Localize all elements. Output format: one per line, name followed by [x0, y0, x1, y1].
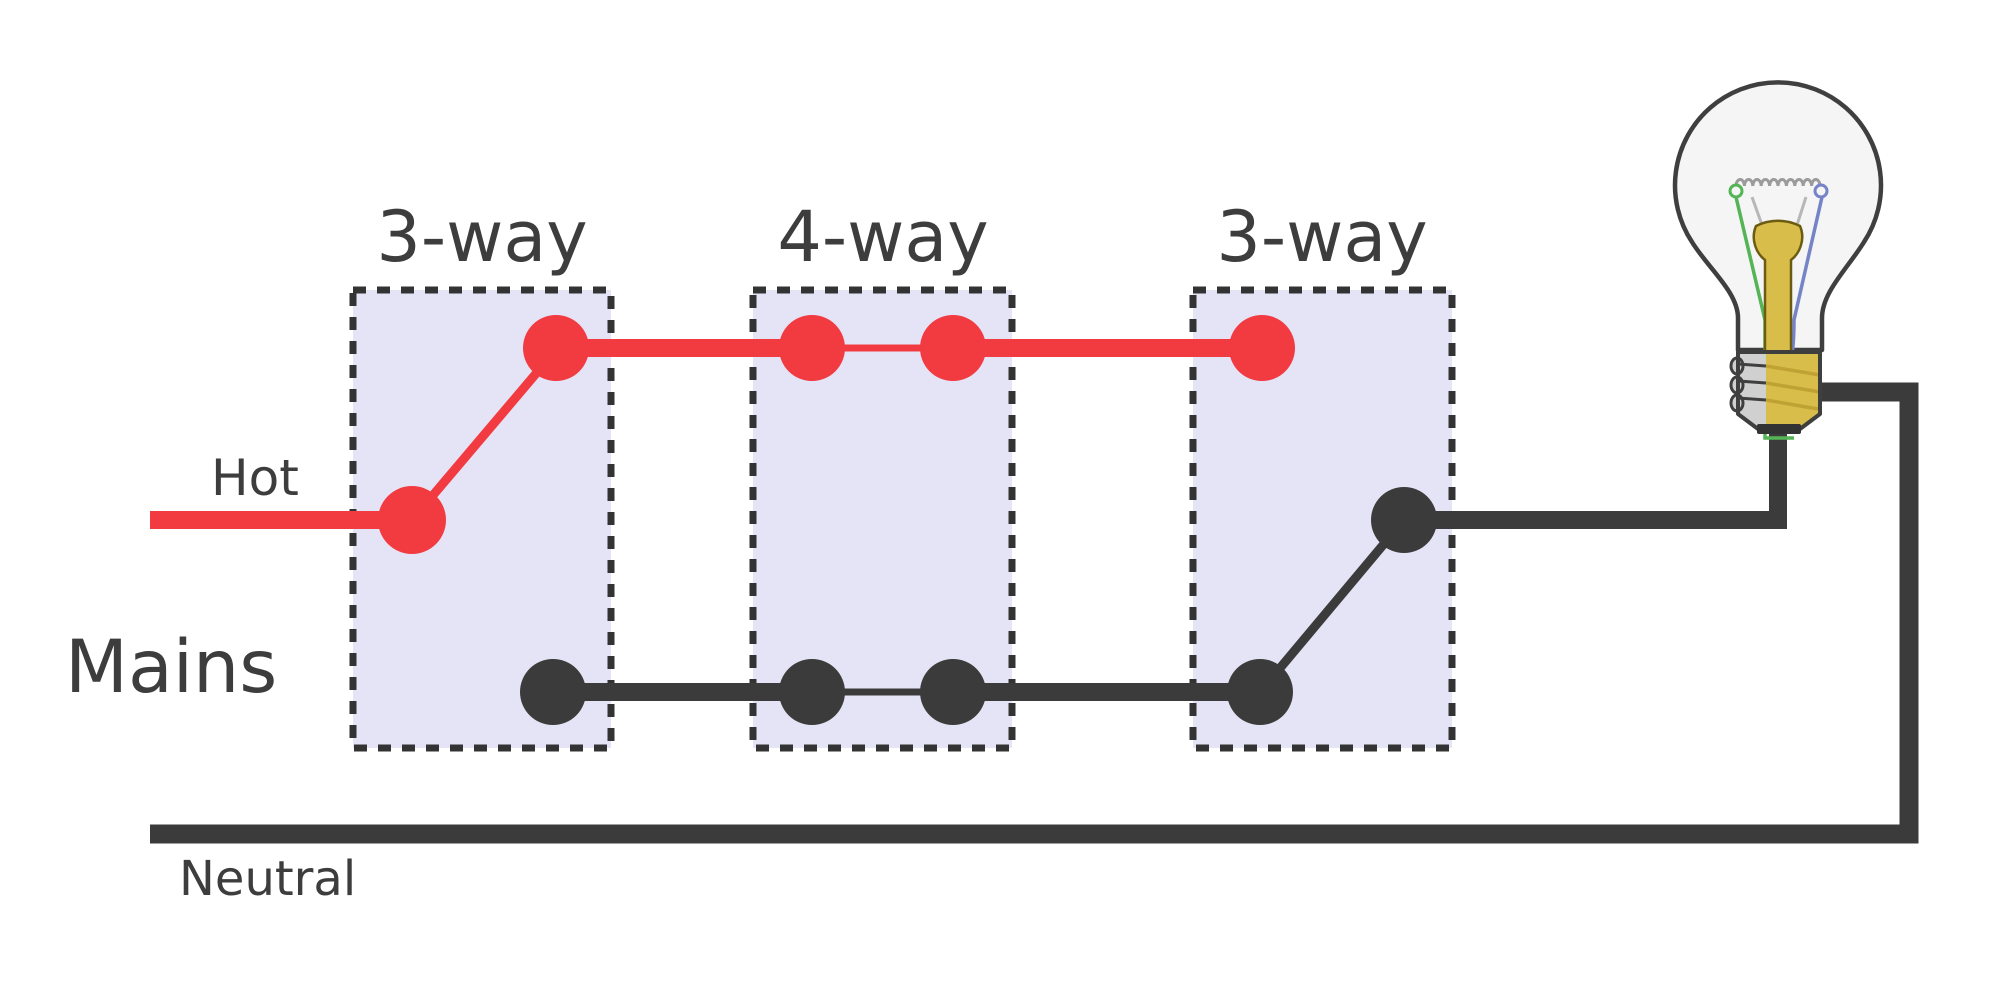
terminals — [378, 315, 1437, 725]
left-switch-blade — [408, 347, 560, 523]
label-hot: Hot — [211, 449, 299, 507]
label-switch-1: 3-way — [376, 196, 587, 278]
bulb-filament-end-green — [1728, 183, 1744, 199]
label-switch-2: 4-way — [777, 196, 988, 278]
fourway-terminal-bottom-left — [779, 659, 845, 725]
fourway-terminal-top-left — [779, 315, 845, 381]
bulb-foot-contact — [1757, 424, 1801, 434]
label-mains: Mains — [65, 625, 277, 710]
left-switch-traveler-terminal-bottom — [520, 659, 586, 725]
switched-hot-wire — [1404, 426, 1787, 529]
light-bulb-icon — [1672, 80, 1884, 440]
right-switch-blade — [1256, 517, 1408, 695]
fourway-terminal-top-right — [920, 315, 986, 381]
bulb-filament-end-blue — [1813, 183, 1829, 199]
left-switch-traveler-terminal-top — [523, 315, 589, 381]
label-neutral: Neutral — [179, 851, 356, 907]
neutral-wire — [150, 382, 1919, 844]
right-switch-traveler-terminal-top — [1229, 315, 1295, 381]
fourway-terminal-bottom-right — [920, 659, 986, 725]
right-switch-common-terminal — [1371, 487, 1437, 553]
label-switch-3: 3-way — [1216, 196, 1427, 278]
bulb-stem — [1752, 219, 1804, 354]
diagram-labels: 3-way 4-way 3-way Hot Mains Neutral — [65, 196, 1428, 907]
right-switch-traveler-terminal-bottom — [1227, 659, 1293, 725]
left-switch-common-terminal — [378, 486, 446, 554]
